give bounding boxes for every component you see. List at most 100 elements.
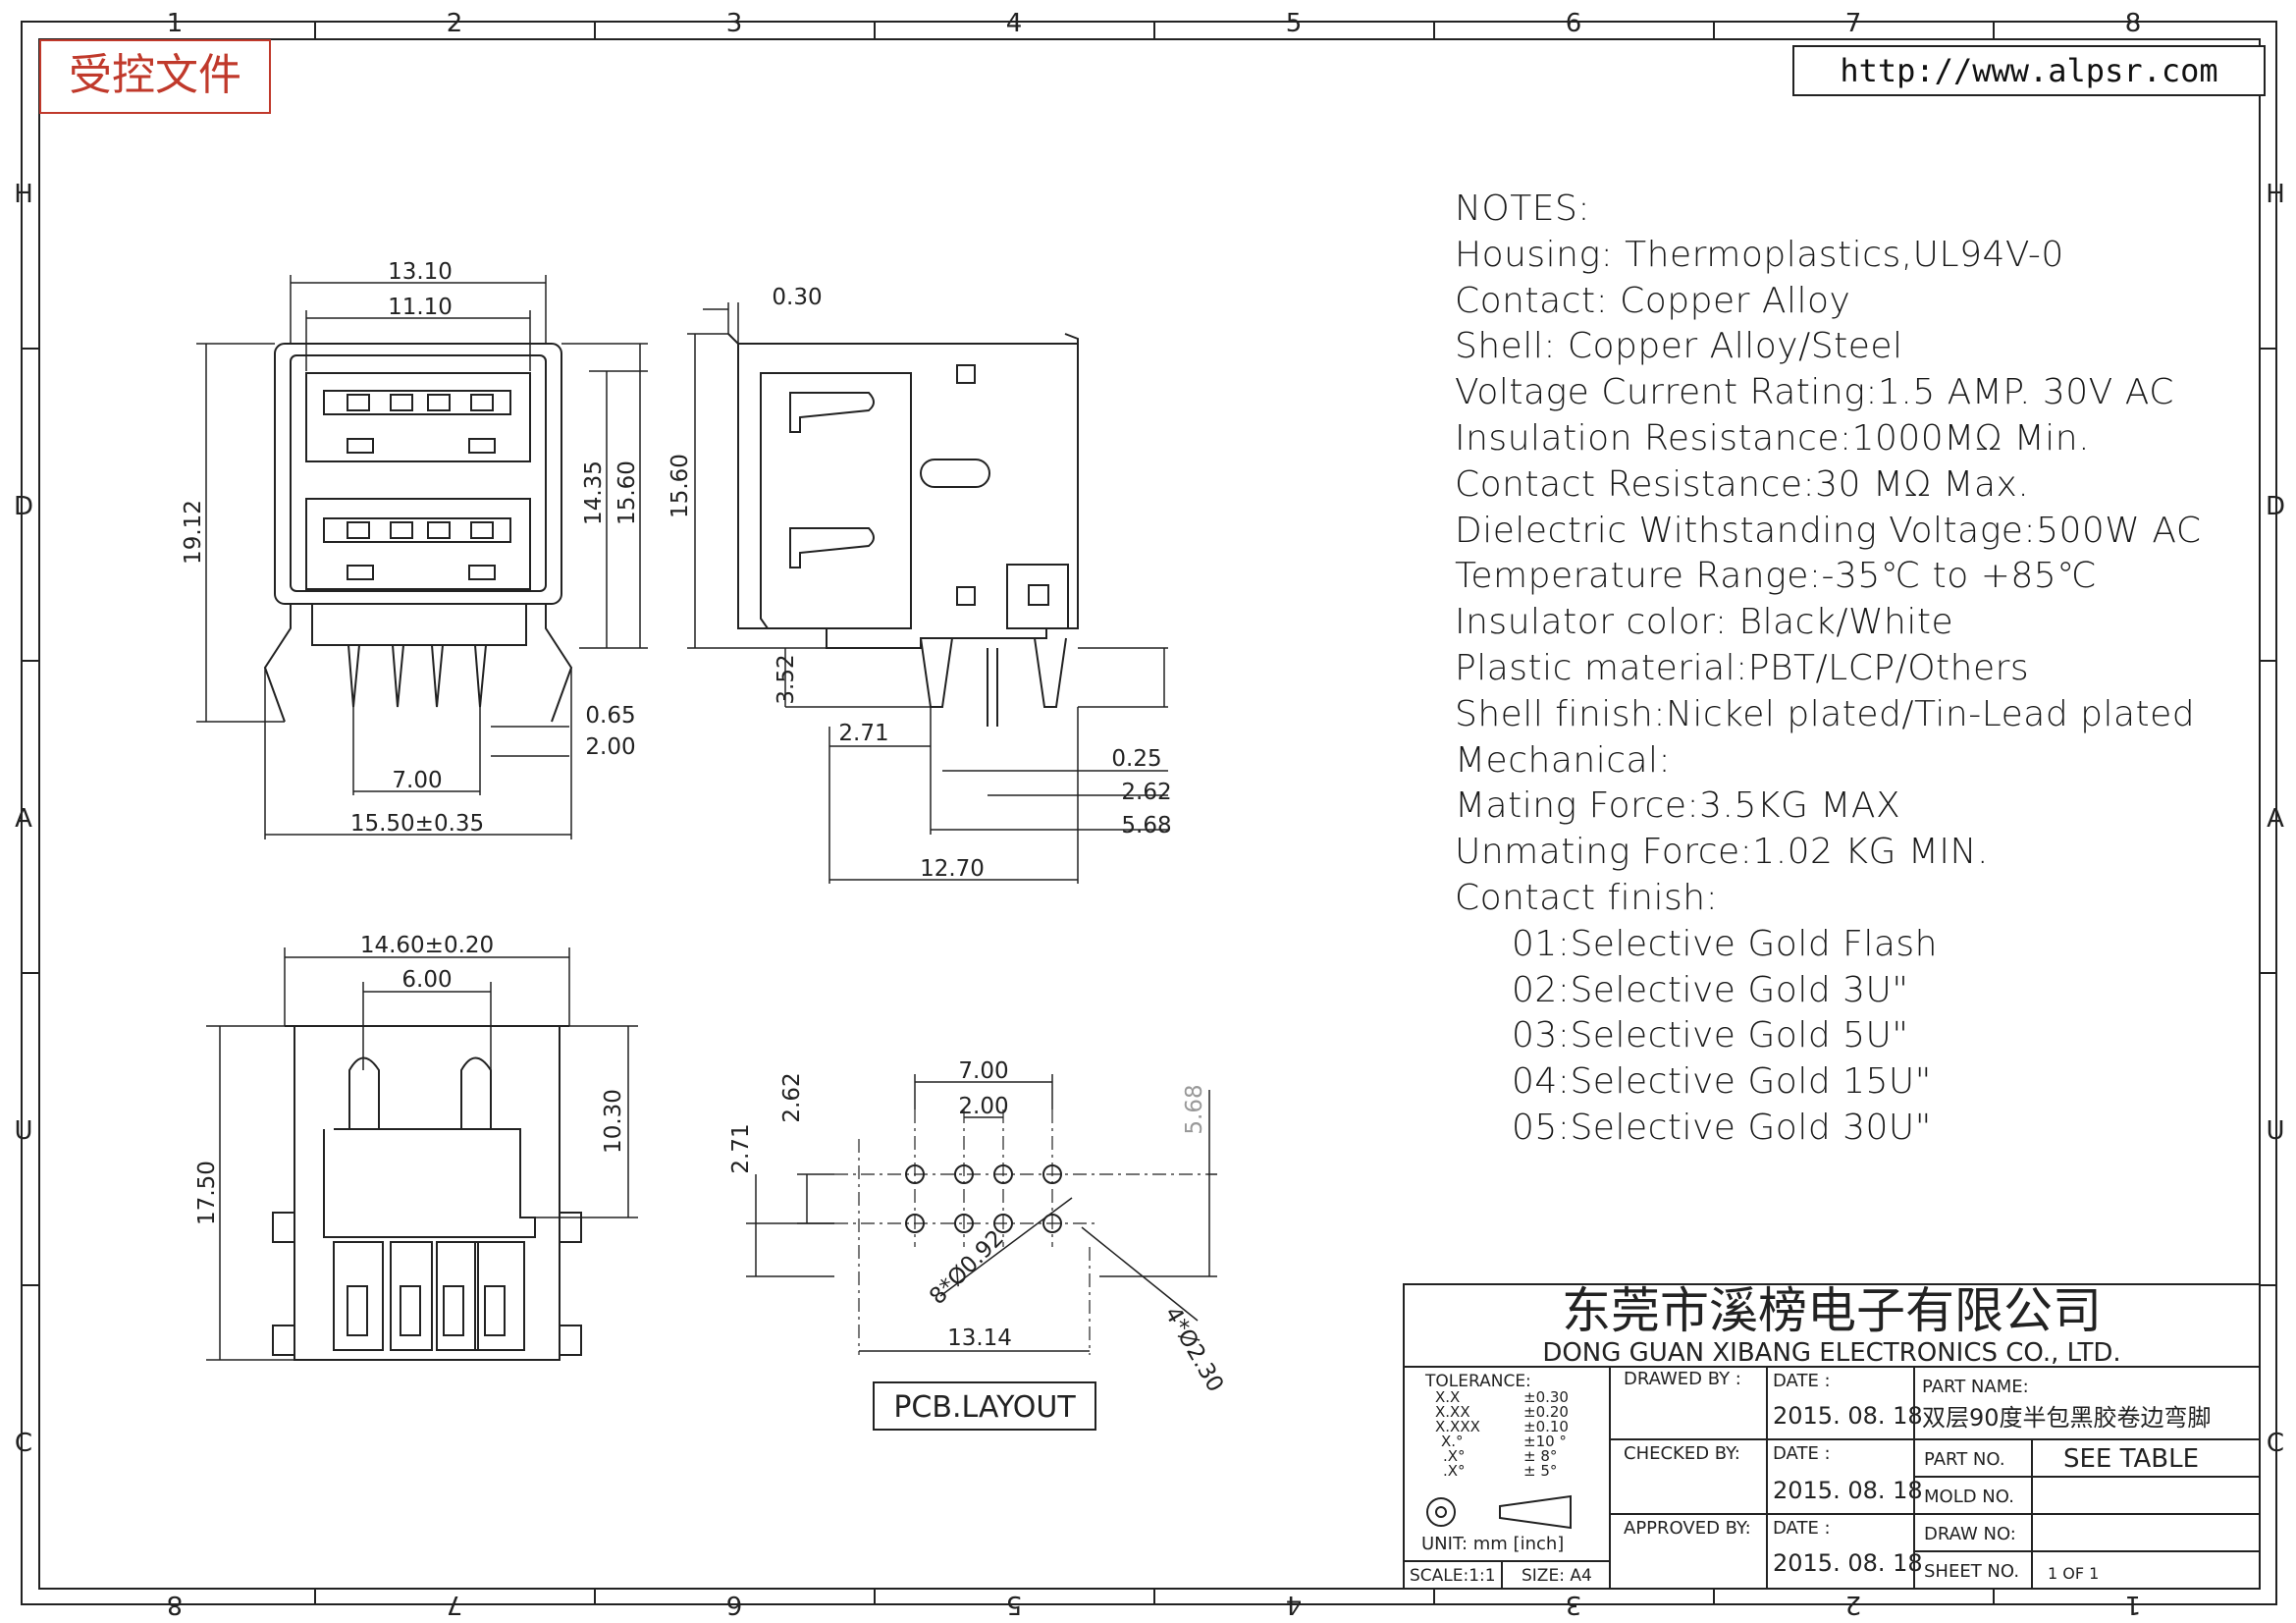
dim-2-62-pcb: 2.62	[779, 1072, 805, 1122]
date-label-2: DATE :	[1773, 1443, 1831, 1464]
dim-19-12: 19.12	[181, 500, 206, 565]
zone-right-u: U	[2266, 1116, 2284, 1146]
note-contact-finish: Contact finish:	[1455, 877, 1719, 918]
approved-by-label: APPROVED BY:	[1624, 1518, 1751, 1539]
zone-ticks	[22, 22, 2276, 1604]
dim-2-71-pcb: 2.71	[728, 1123, 754, 1173]
dim-7-00-pcb: 7.00	[958, 1058, 1008, 1084]
inner-border	[38, 38, 2261, 1590]
dim-3-52: 3.52	[774, 654, 799, 704]
finish-option-03: 03:Selective Gold 5U"	[1512, 1015, 1909, 1056]
part-name-label: PART NAME:	[1922, 1377, 2029, 1397]
notes-title: NOTES:	[1455, 189, 1590, 229]
date-label-1: DATE :	[1773, 1371, 1831, 1391]
note-mechanical: Mechanical:	[1455, 739, 1672, 781]
pcb-layout-dims: 7.00 2.00 2.62 2.71 5.68 8*Ø0.92 13.14 4…	[728, 1058, 1228, 1425]
draw-no-label: DRAW NO:	[1924, 1524, 2016, 1544]
front-view-dims: 13.10 11.10 19.12 14.35 15.60 0.65 2.00 …	[181, 259, 640, 837]
finish-option-01: 01:Selective Gold Flash	[1512, 923, 1938, 964]
dim-15-60-front: 15.60	[614, 460, 640, 525]
website-url[interactable]: http://www.alpsr.com	[1792, 45, 2266, 96]
note-housing: Housing: Thermoplastics,UL94V-0	[1455, 234, 2064, 275]
zone-left-h: H	[14, 180, 33, 209]
zone-top-6: 6	[1566, 9, 1582, 38]
zone-top-2: 2	[447, 9, 463, 38]
zone-right-d: D	[2266, 492, 2285, 521]
note-mating-force: Mating Force:3.5KG MAX	[1455, 785, 1901, 827]
bottom-view	[206, 947, 638, 1361]
zone-bottom-7: 7	[447, 1590, 463, 1619]
finish-option-05: 05:Selective Gold 30U"	[1512, 1107, 1932, 1148]
part-no-value: SEE TABLE	[2063, 1444, 2199, 1474]
zone-right-h: H	[2266, 180, 2285, 209]
date-value-1: 2015. 08. 18	[1773, 1402, 1923, 1430]
part-no-label: PART NO.	[1924, 1449, 2005, 1470]
finish-option-04: 04:Selective Gold 15U"	[1512, 1061, 1932, 1103]
dim-10-30: 10.30	[601, 1089, 626, 1154]
part-name-value: 双层90度半包黑胶卷边弯脚	[1922, 1404, 2212, 1432]
note-shell-finish: Shell finish:Nickel plated/Tin-Lead plat…	[1455, 693, 2196, 734]
dim-13-14: 13.14	[947, 1325, 1012, 1351]
zone-top-1: 1	[167, 9, 184, 38]
pcb-layout-label: PCB.LAYOUT	[893, 1390, 1076, 1425]
zone-right-c: C	[2267, 1429, 2284, 1458]
dim-13-10: 13.10	[388, 259, 453, 285]
note-contact: Contact: Copper Alloy	[1455, 280, 1851, 321]
dim-2-00-pcb: 2.00	[958, 1094, 1008, 1119]
title-block	[1403, 1283, 2261, 1590]
dim-7-00-front: 7.00	[392, 768, 442, 793]
outer-border	[21, 21, 2277, 1605]
zone-bottom-2: 2	[1845, 1590, 1862, 1619]
dim-17-50: 17.50	[194, 1161, 220, 1225]
zone-bottom-3: 3	[1566, 1590, 1582, 1619]
bottom-view-dims: 14.60±0.20 6.00 10.30 17.50	[194, 933, 626, 1225]
note-insulator-color: Insulator color: Black/White	[1455, 602, 1954, 643]
date-label-3: DATE :	[1773, 1518, 1831, 1539]
mold-no-label: MOLD NO.	[1924, 1487, 2014, 1507]
side-view	[687, 302, 1168, 884]
tol-v-2: ±0.10	[1523, 1418, 1569, 1435]
tol-v-3: ±10 °	[1523, 1433, 1567, 1450]
dim-14-60: 14.60±0.20	[360, 933, 494, 958]
dim-12-70: 12.70	[920, 856, 985, 882]
zone-bottom-4: 4	[1286, 1590, 1303, 1619]
zone-bottom-1: 1	[2125, 1590, 2142, 1619]
title-block-text: 东莞市溪榜电子有限公司 DONG GUAN XIBANG ELECTRONICS…	[1410, 1282, 2212, 1586]
note-plastic-material: Plastic material:PBT/LCP/Others	[1455, 647, 2030, 688]
checked-by-label: CHECKED BY:	[1624, 1443, 1740, 1464]
zone-right-a: A	[2267, 804, 2284, 834]
dim-15-50: 15.50±0.35	[350, 811, 484, 837]
tol-v-4: ± 8°	[1523, 1447, 1557, 1465]
zone-bottom-6: 6	[726, 1590, 743, 1619]
dim-6-00: 6.00	[401, 967, 452, 993]
front-view	[196, 275, 648, 839]
tolerance-label: TOLERANCE:	[1424, 1372, 1531, 1391]
dim-0-30: 0.30	[772, 285, 822, 310]
note-dielectric: Dielectric Withstanding Voltage:500W AC	[1455, 510, 2202, 551]
zone-top-4: 4	[1006, 9, 1023, 38]
tol-k-0: X.X	[1435, 1388, 1460, 1406]
note-rating: Voltage Current Rating:1.5 AMP. 30V AC	[1455, 372, 2174, 413]
tol-v-1: ±0.20	[1523, 1403, 1569, 1421]
zone-left-d: D	[14, 492, 33, 521]
size-label: SIZE: A4	[1522, 1566, 1592, 1586]
zone-bottom-8: 8	[167, 1590, 184, 1619]
zone-left-a: A	[15, 804, 32, 834]
dim-5-68-side: 5.68	[1121, 813, 1171, 839]
note-temperature: Temperature Range:-35℃ to +85℃	[1455, 556, 2098, 597]
zone-top-5: 5	[1286, 9, 1303, 38]
tol-k-1: X.XX	[1435, 1403, 1470, 1421]
note-shell: Shell: Copper Alloy/Steel	[1455, 326, 1903, 367]
sheet-no-label: SHEET NO.	[1924, 1561, 2019, 1582]
zone-top-8: 8	[2125, 9, 2142, 38]
scale-label: SCALE:1:1	[1410, 1566, 1496, 1586]
zone-top-7: 7	[1845, 9, 1862, 38]
drawn-by-label: DRAWED BY :	[1624, 1369, 1741, 1389]
tol-k-5: .X°	[1443, 1462, 1466, 1480]
side-view-dims: 0.30 15.60 3.52 2.71 0.25 2.62 5.68 12.7…	[667, 285, 1172, 882]
tol-v-5: ± 5°	[1523, 1462, 1557, 1480]
tol-k-3: X.°	[1441, 1433, 1464, 1450]
dim-8-holes: 8*Ø0.92	[925, 1225, 1009, 1310]
controlled-document-stamp: 受控文件	[39, 39, 271, 114]
